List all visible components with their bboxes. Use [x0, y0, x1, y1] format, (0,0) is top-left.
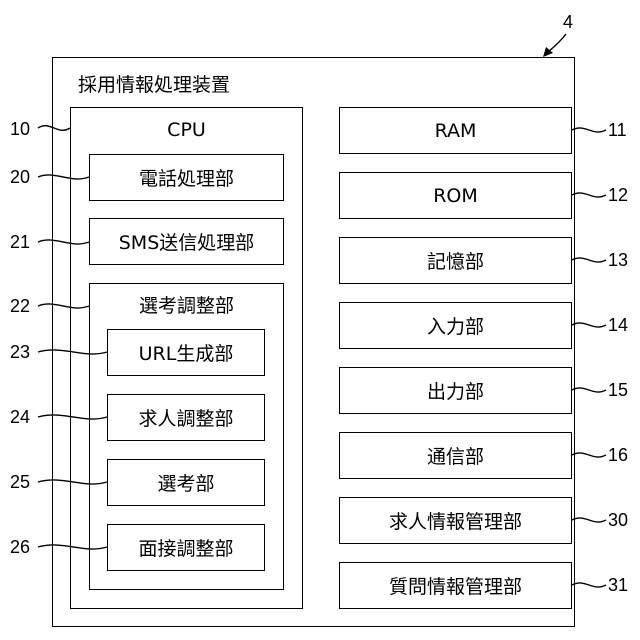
- job-adjust-leader: [38, 415, 107, 419]
- storage-leader: [572, 258, 606, 262]
- interview-leader: [38, 545, 107, 549]
- rom-leader: [572, 193, 606, 197]
- selection-leader: [38, 480, 107, 484]
- url-leader: [38, 350, 107, 354]
- input-leader: [572, 323, 606, 327]
- selection-adjust-leader: [38, 304, 89, 308]
- device-leader: [548, 34, 566, 52]
- telephone-leader: [38, 175, 89, 179]
- job-info-leader: [572, 518, 606, 522]
- question-info-leader: [572, 583, 606, 587]
- cpu-leader: [38, 126, 70, 131]
- ram-leader: [572, 128, 606, 132]
- sms-leader: [38, 240, 89, 244]
- output-leader: [572, 388, 606, 392]
- communication-leader: [572, 453, 606, 457]
